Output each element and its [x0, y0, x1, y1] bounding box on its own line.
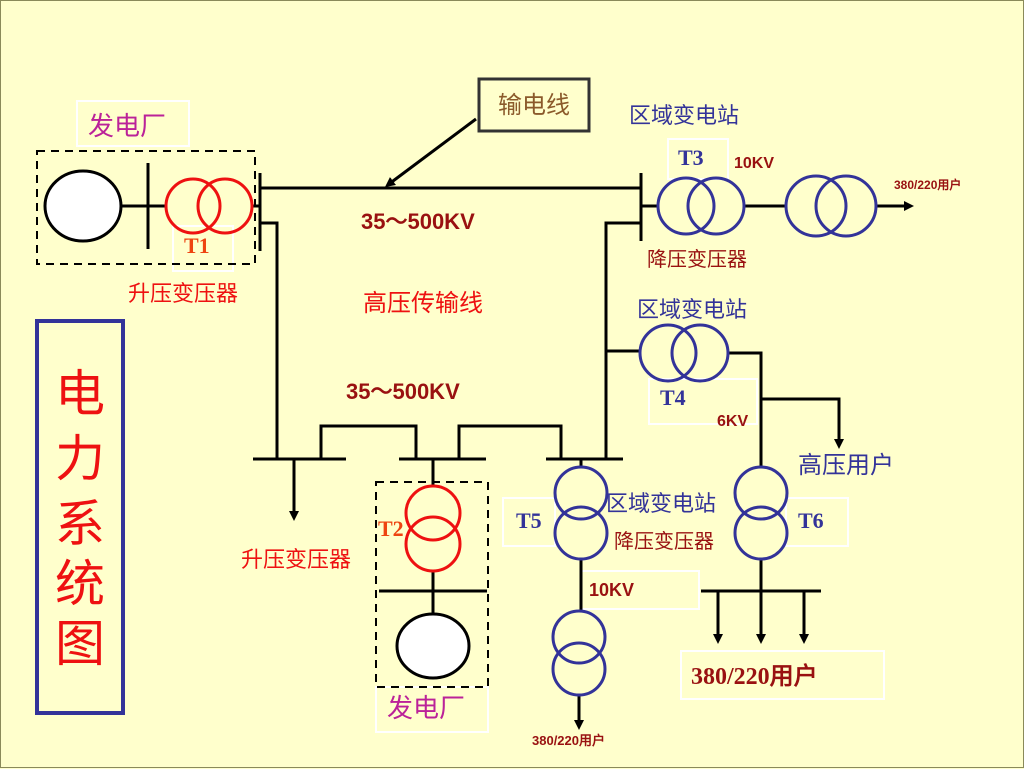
kv6-label: 6KV	[717, 413, 748, 430]
voltage-top-label: 35～500KV	[361, 209, 475, 234]
generator-2-icon	[395, 612, 471, 680]
step-up-label-1: 升压变压器	[128, 282, 238, 307]
transformer-t6-icon	[733, 465, 789, 561]
t2-label: T2	[378, 516, 404, 541]
t4-label: T4	[660, 385, 686, 410]
title-char: 系	[55, 495, 105, 553]
transformer-t1-icon	[164, 177, 254, 235]
transmission-line-box	[477, 77, 591, 133]
transformer-t2-icon	[404, 484, 462, 573]
voltage-mid-label: 35～500KV	[346, 379, 460, 404]
t3-label: T3	[678, 145, 704, 170]
user-top-label: 380/220用户	[894, 177, 961, 192]
hv-user-label: 高压用户	[798, 451, 894, 479]
title-char: 图	[55, 615, 105, 673]
plant-2-label: 发电厂	[387, 694, 465, 724]
user-bottom-small-label: 380/220用户	[532, 733, 605, 748]
plant-1-boundary	[36, 150, 256, 265]
title-char: 电	[55, 365, 105, 423]
transmission-line-label: 输电线	[498, 91, 570, 119]
substation-t3-label: 区域变电站	[629, 104, 739, 129]
t5-label: T5	[516, 508, 542, 533]
kv10-top-label: 10KV	[734, 155, 774, 172]
plant-2-boundary	[375, 481, 489, 688]
step-up-label-2: 升压变压器	[241, 548, 351, 573]
user-bottom-large-label: 380/220用户	[691, 662, 818, 690]
vertical-title: 电 力 系 统 图	[55, 365, 105, 673]
step-down-t3-label: 降压变压器	[647, 247, 747, 271]
title-char: 统	[55, 555, 105, 613]
transformer-10kv-icon	[551, 609, 607, 697]
transformer-t3-icon	[656, 176, 746, 236]
t1-label: T1	[184, 233, 210, 258]
title-char: 力	[55, 430, 105, 488]
wires	[121, 117, 914, 730]
t6-label: T6	[798, 508, 824, 533]
title-box	[35, 319, 125, 715]
hv-line-label: 高压传输线	[363, 289, 483, 317]
transformer-t4-icon	[638, 323, 730, 383]
transformer-t5-icon	[553, 465, 609, 561]
step-down-t5-label: 降压变压器	[614, 529, 714, 553]
substation-t4-label: 区域变电站	[637, 298, 747, 323]
plant-1-label: 发电厂	[88, 112, 166, 142]
substation-t5-label: 区域变电站	[606, 492, 716, 517]
transformer-user-icon	[784, 174, 878, 238]
generator-1-icon	[43, 169, 123, 243]
kv10-bottom-label: 10KV	[589, 580, 634, 600]
label-frames	[76, 100, 885, 733]
